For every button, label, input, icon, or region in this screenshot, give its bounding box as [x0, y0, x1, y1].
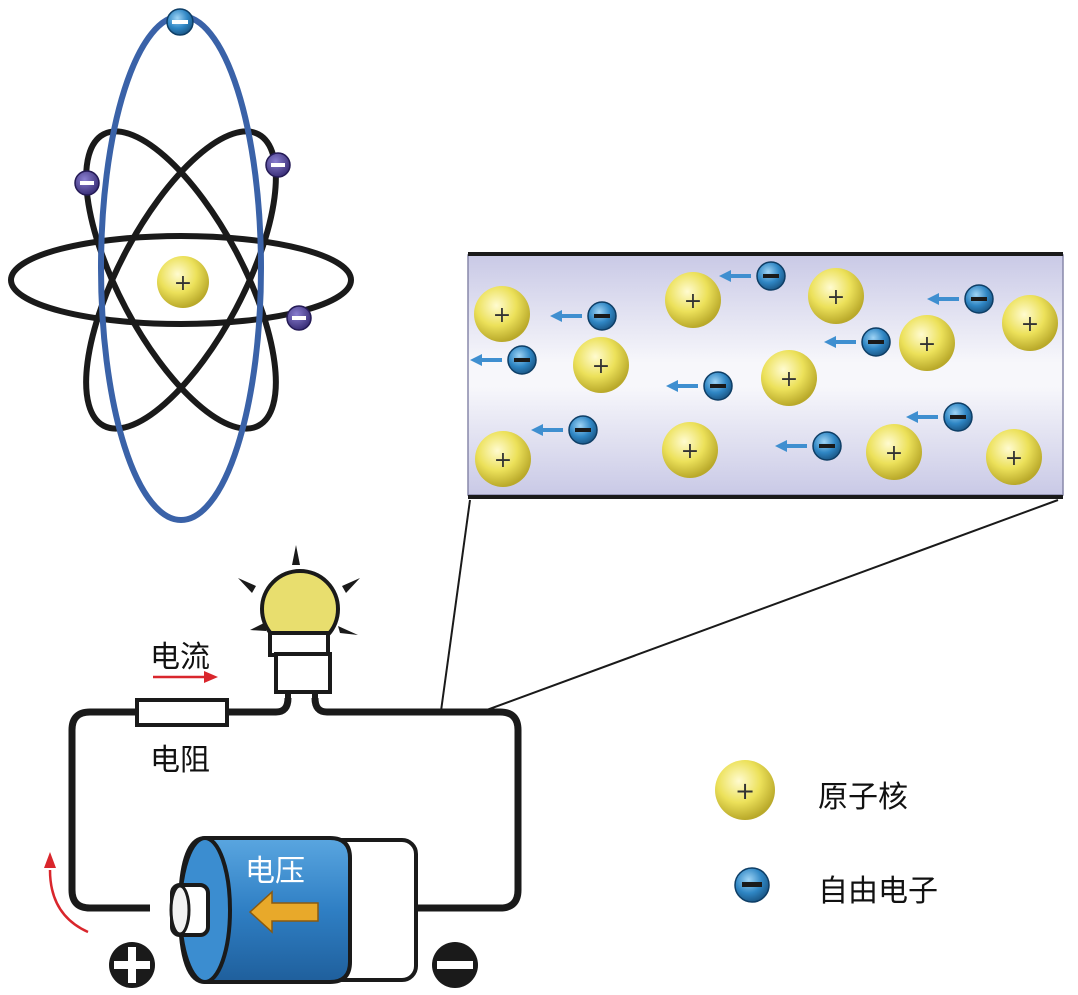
atom-model: +	[8, 8, 354, 523]
wire-nucleus: +	[761, 350, 817, 406]
wire-free-electron	[719, 261, 786, 291]
atom-electron	[74, 170, 100, 196]
light-bulb	[238, 545, 360, 700]
wire-particles: + + + + + + + + + + +	[470, 261, 1058, 487]
resistor	[135, 698, 229, 727]
svg-text:+: +	[780, 367, 798, 392]
voltage-arrow	[248, 890, 319, 934]
atom-electron	[286, 305, 312, 331]
svg-text:+: +	[1005, 446, 1023, 471]
wire-nucleus: +	[808, 268, 864, 324]
legend: +	[715, 760, 775, 903]
legend-electron-label: 自由电子	[818, 874, 938, 909]
wire-nucleus: +	[986, 429, 1042, 485]
current-arrow-left	[44, 852, 89, 934]
atom-orbit-tilted-right	[83, 128, 279, 432]
legend-electron-icon	[734, 867, 770, 903]
svg-text:+: +	[885, 441, 903, 466]
wire-free-electron	[550, 301, 617, 331]
atom-orbit-horizontal	[8, 233, 354, 327]
zoom-line-right	[483, 499, 1059, 712]
wire-free-electron	[927, 284, 994, 314]
svg-text:+: +	[827, 285, 845, 310]
wire-free-electron	[666, 371, 733, 401]
positive-terminal-symbol	[109, 942, 155, 988]
wire-nucleus: +	[899, 315, 955, 371]
svg-text:+: +	[174, 271, 192, 296]
bulb-light-rays	[238, 545, 360, 635]
wire-nucleus: +	[1002, 295, 1058, 351]
voltage-label: 电压	[245, 854, 305, 889]
atom-nucleus: +	[157, 256, 209, 308]
svg-text:+: +	[592, 354, 610, 379]
wire-nucleus: +	[665, 272, 721, 328]
legend-nucleus-label: 原子核	[818, 780, 908, 815]
legend-nucleus-icon: +	[715, 760, 775, 820]
wire-free-electron	[906, 402, 973, 432]
svg-text:+: +	[1021, 312, 1039, 337]
wire-nucleus: +	[474, 286, 530, 342]
wire-nucleus: +	[866, 424, 922, 480]
wire-free-electron	[531, 415, 598, 445]
svg-text:+: +	[735, 777, 755, 805]
svg-text:+: +	[493, 303, 511, 328]
wire-free-electron	[775, 431, 842, 461]
wire-nucleus: +	[662, 422, 718, 478]
current-label: 电流	[150, 640, 210, 675]
wire-nucleus: +	[475, 431, 531, 487]
battery	[169, 836, 418, 984]
svg-text:+: +	[681, 439, 699, 464]
wire-nucleus: +	[573, 337, 629, 393]
svg-text:+: +	[494, 448, 512, 473]
wire-magnified-view: + + + + + + + + + + +	[467, 252, 1064, 499]
atom-electron	[265, 152, 291, 178]
wire-free-electron	[824, 327, 891, 357]
svg-text:+: +	[684, 289, 702, 314]
circuit-wire	[68, 697, 522, 912]
atom-orbit-tilted-left	[83, 128, 279, 432]
circuit	[44, 545, 522, 988]
resistor-label: 电阻	[150, 743, 210, 778]
negative-terminal-symbol	[432, 942, 478, 988]
current-arrow-top	[153, 671, 218, 683]
wire-free-electron	[470, 345, 537, 375]
svg-text:+: +	[918, 332, 936, 357]
atom-electron	[166, 8, 194, 36]
zoom-line-left	[440, 499, 471, 712]
